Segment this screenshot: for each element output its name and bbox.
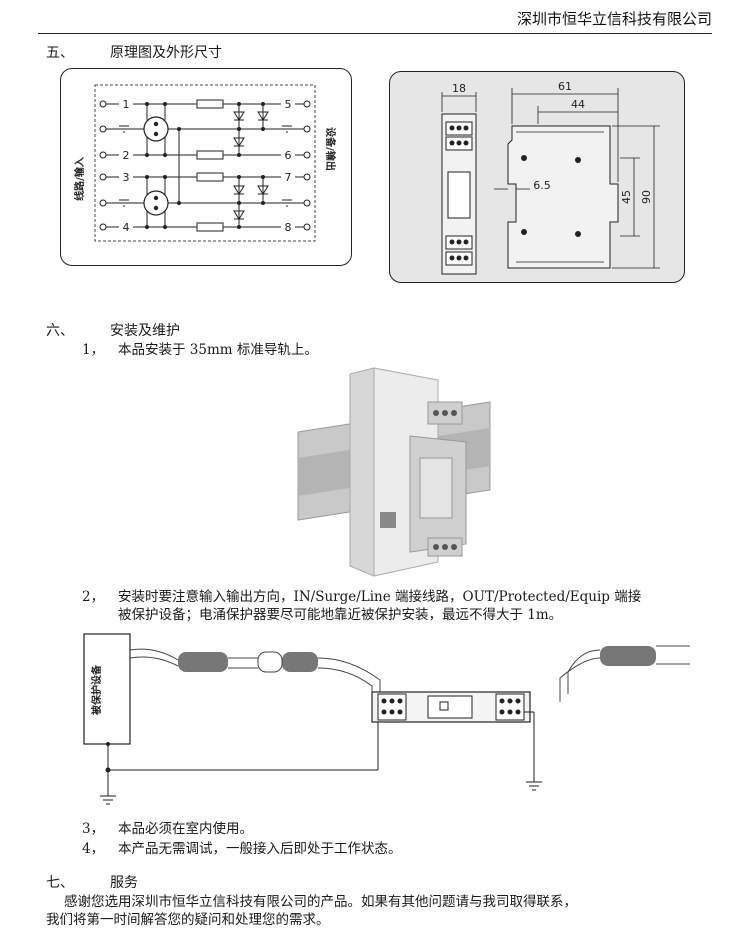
dim-6-5-label: 6.5: [533, 179, 551, 192]
din-rail-product-drawing: [297, 367, 491, 577]
item-3-number: 3，: [82, 821, 105, 837]
pin-5-label: 5: [285, 98, 292, 111]
pin-1-label: 1: [123, 98, 130, 111]
item-3-text: 本品必须在室内使用。: [118, 821, 253, 837]
pin-4-label: 4: [123, 221, 130, 234]
install-item-3: 3， 本品必须在室内使用。: [82, 820, 253, 838]
dim-90-label: 90: [640, 190, 653, 204]
section-5-heading: 五、 原理图及外形尺寸: [46, 44, 222, 62]
wiring-diagram: 被保护设备: [60, 628, 700, 808]
item-2-text: 安装时要注意输入输出方向，IN/Surge/Line 端接线路，OUT/Prot…: [118, 589, 642, 605]
pin-7-label: 7: [285, 171, 292, 184]
pin-2-label: 2: [123, 149, 130, 162]
section-6-heading: 六、 安装及维护: [46, 322, 180, 340]
section-7-title: 服务: [110, 875, 138, 891]
dim-45-label: 45: [620, 190, 633, 204]
dimension-panel: 18 61 44 6.5 45 90: [389, 71, 685, 283]
company-name: 深圳市恒华立信科技有限公司: [516, 10, 712, 28]
wiring-drawing: 被保护设备: [83, 633, 690, 805]
section-5-number: 五、: [46, 45, 74, 61]
pin-8-label: 8: [285, 221, 292, 234]
service-paragraph-line-1: 感谢您选用深圳市恒华立信科技有限公司的产品。如果有其他问题请与我司取得联系，: [64, 894, 577, 910]
item-4-text: 本产品无需调试，一般接入后即处于工作状态。: [118, 841, 402, 857]
install-item-2-continued: 被保护设备；电涌保护器要尽可能地靠近被保护安装，最远不得大于 1m。: [118, 607, 563, 623]
din-rail-illustration: [290, 362, 502, 580]
schematic-diagram: 线路/输入 设备/输出: [73, 84, 337, 242]
dimension-drawing: 18 61 44 6.5 45 90: [441, 80, 660, 275]
section-7-heading: 七、 服务: [46, 874, 138, 892]
install-item-4: 4， 本产品无需调试，一般接入后即处于工作状态。: [82, 840, 402, 858]
install-item-2: 2， 安装时要注意输入输出方向，IN/Surge/Line 端接线路，OUT/Pr…: [82, 588, 641, 606]
schematic-left-label: 线路/输入: [73, 157, 86, 201]
section-5-title: 原理图及外形尺寸: [110, 45, 222, 61]
schematic-right-label: 设备/输出: [324, 127, 337, 171]
section-6-title: 安装及维护: [110, 323, 180, 339]
service-paragraph-line-2: 我们将第一时间解答您的疑问和处理您的需求。: [46, 912, 330, 928]
item-1-text: 本品安装于 35mm 标准导轨上。: [118, 342, 318, 358]
schematic-panel: 线路/输入 设备/输出: [60, 68, 352, 266]
device-box-label: 被保护设备: [90, 664, 103, 715]
section-7-number: 七、: [46, 875, 74, 891]
item-4-number: 4，: [82, 841, 105, 857]
item-2-number: 2，: [82, 589, 105, 605]
pin-3-label: 3: [123, 171, 130, 184]
dim-44-label: 44: [571, 98, 585, 111]
pin-6-label: 6: [285, 149, 292, 162]
section-6-number: 六、: [46, 323, 74, 339]
install-item-1: 1， 本品安装于 35mm 标准导轨上。: [82, 341, 318, 359]
dim-61-label: 61: [558, 80, 572, 93]
dim-18-label: 18: [452, 82, 466, 95]
header-divider: [38, 33, 712, 34]
item-1-number: 1，: [82, 342, 105, 358]
